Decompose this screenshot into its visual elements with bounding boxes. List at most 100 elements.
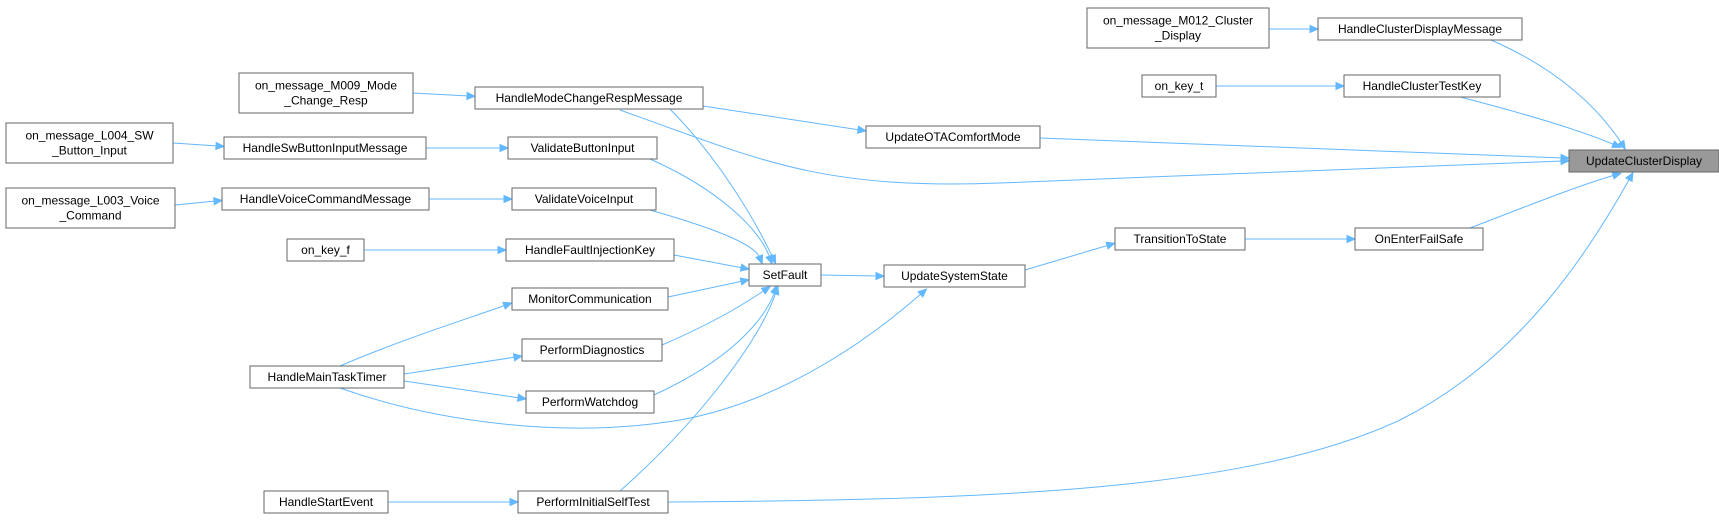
edge-n_hse-to-n_pist [388, 497, 520, 507]
edge-n_pd-to-n_sf [661, 285, 772, 346]
edge-arrowhead [512, 353, 524, 362]
edge-arrowhead [1335, 81, 1346, 91]
function-node-hvcm[interactable]: HandleVoiceCommandMessage [221, 187, 430, 211]
edge-line [619, 109, 1564, 185]
edge-line [649, 158, 771, 259]
node-label: HandleMainTaskTimer [268, 370, 387, 384]
edge-n_vvi-to-n_sf [649, 209, 764, 265]
function-node-hctk[interactable]: HandleClusterTestKey [1343, 74, 1501, 98]
edge-line [667, 280, 744, 298]
function-node-hse[interactable]: HandleStartEvent [263, 490, 389, 514]
edge-n_keyt-to-n_hctk [1216, 81, 1346, 91]
function-node-m009[interactable]: on_message_M009_Mode_Change_Resp [238, 72, 414, 114]
node-box [511, 187, 657, 211]
edge-line [667, 177, 1631, 503]
function-node-pw[interactable]: PerformWatchdog [525, 390, 655, 414]
node-label: on_key_t [1155, 79, 1204, 93]
function-node-l003[interactable]: on_message_L003_Voice_Command [5, 187, 176, 229]
node-label: _Button_Input [51, 144, 127, 158]
edge-n_hmtt-to-n_pw [403, 380, 528, 402]
edge-arrowhead [760, 285, 772, 295]
function-node-keyt[interactable]: on_key_t [1141, 74, 1217, 98]
edge-n_hvcm-to-n_vvi [429, 194, 514, 204]
edge-arrowhead [917, 288, 928, 298]
node-label: on_message_M009_Mode [255, 79, 397, 93]
function-node-pist[interactable]: PerformInitialSelfTest [517, 490, 669, 514]
function-node-oefs[interactable]: OnEnterFailSafe [1354, 227, 1484, 251]
edge-n_keyf-to-n_hfik [364, 245, 508, 255]
function-node-hsbim[interactable]: HandleSwButtonInputMessage [223, 136, 427, 160]
edge-arrowhead [1625, 171, 1634, 183]
function-node-uocm[interactable]: UpdateOTAComfortMode [865, 125, 1041, 149]
function-node-vvi[interactable]: ValidateVoiceInput [511, 187, 657, 211]
edge-arrowhead [499, 143, 510, 153]
function-node-vbi[interactable]: ValidateButtonInput [507, 136, 658, 160]
edge-line [702, 105, 861, 131]
node-label: UpdateSystemState [901, 269, 1008, 283]
function-node-hmtt[interactable]: HandleMainTaskTimer [249, 365, 405, 389]
node-box [5, 122, 174, 164]
edge-line [649, 209, 761, 259]
node-label: TransitionToState [1134, 232, 1227, 246]
edge-line [1459, 96, 1616, 146]
function-node-sf[interactable]: SetFault [748, 263, 822, 287]
function-node-hcdm[interactable]: HandleClusterDisplayMessage [1317, 17, 1523, 41]
function-node-l004[interactable]: on_message_L004_SW_Button_Input [5, 122, 174, 164]
edge-n_tts-to-n_oefs [1245, 234, 1357, 244]
node-box [1568, 149, 1719, 173]
node-label: HandleModeChangeRespMessage [496, 91, 683, 105]
edge-arrowhead [1105, 241, 1116, 250]
function-node-uss[interactable]: UpdateSystemState [883, 264, 1026, 288]
edge-n_hcdm-to-n_ucd [1490, 39, 1626, 151]
edge-n_oefs-to-n_ucd [1469, 171, 1622, 229]
function-node-m012[interactable]: on_message_M012_Cluster_Display [1086, 7, 1270, 49]
node-label: HandleSwButtonInputMessage [243, 141, 408, 155]
function-node-keyf[interactable]: on_key_f [286, 238, 365, 262]
edge-line [619, 291, 777, 492]
edge-n_hmcrm-to-n_uocm [702, 105, 868, 134]
node-box [5, 187, 176, 229]
edge-line [820, 274, 879, 277]
node-label: on_key_f [301, 243, 350, 257]
edge-line [339, 304, 507, 367]
node-label: HandleClusterTestKey [1363, 79, 1482, 93]
edge-n_hmtt-to-n_uss [339, 288, 928, 429]
function-node-ucd[interactable]: UpdateClusterDisplay [1568, 149, 1719, 173]
edge-line [1469, 174, 1616, 229]
edge-arrowhead [1309, 24, 1320, 34]
edge-n_m009-to-n_hmcrm [412, 91, 477, 101]
node-label: HandleFaultInjectionKey [525, 243, 655, 257]
node-box [883, 264, 1026, 288]
edge-line [403, 380, 521, 399]
node-label: _Display [1154, 29, 1201, 43]
edge-n_m012-to-n_hcdm [1269, 24, 1320, 34]
function-node-mc[interactable]: MonitorCommunication [511, 287, 669, 311]
function-node-tts[interactable]: TransitionToState [1114, 227, 1246, 251]
edge-arrowhead [771, 285, 780, 296]
node-box [1354, 227, 1484, 251]
node-box [525, 390, 655, 414]
edge-arrowhead [1346, 234, 1357, 244]
node-label: UpdateOTAComfortMode [885, 130, 1020, 144]
edge-line [403, 356, 517, 375]
node-label: on_message_M012_Cluster [1103, 14, 1253, 28]
edge-n_vbi-to-n_sf [649, 158, 774, 265]
function-node-hmcrm[interactable]: HandleModeChangeRespMessage [474, 86, 704, 110]
node-label: on_message_L004_SW [25, 129, 154, 143]
node-box [505, 238, 675, 262]
edge-arrowhead [856, 125, 868, 134]
node-label: HandleClusterDisplayMessage [1338, 22, 1502, 36]
edge-n_pist-to-n_ucd [667, 171, 1634, 503]
edge-arrowhead [765, 254, 774, 265]
function-node-pd[interactable]: PerformDiagnostics [521, 338, 663, 362]
edge-line [669, 108, 774, 259]
function-node-hfik[interactable]: HandleFaultInjectionKey [505, 238, 675, 262]
edge-n_l003-to-n_hvcm [174, 196, 224, 206]
edge-arrowhead [466, 91, 477, 101]
edge-arrowhead [503, 194, 514, 204]
node-box [221, 187, 430, 211]
edge-line [1024, 244, 1110, 271]
edges-layer [172, 24, 1634, 507]
node-box [249, 365, 405, 389]
